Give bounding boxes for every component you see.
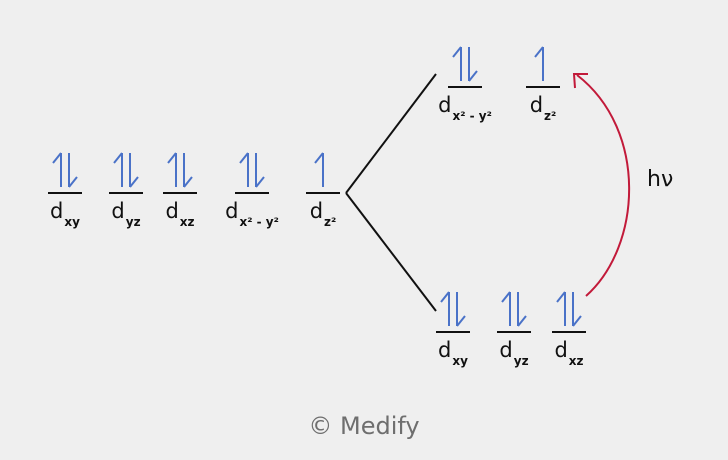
orbital-symbol: d [438,93,452,117]
orbital-symbol: d [165,199,179,223]
transition-arrow [576,74,631,297]
spin-up-electron-icon [113,152,123,187]
orbital-label: dxy [438,338,468,368]
arrowhead-icon [572,73,588,89]
credit-text: © Medify [308,412,420,440]
spin-up-electron-icon [452,46,462,81]
spin-down-electron-icon [255,153,265,188]
orbital-subscript: xz [568,354,584,368]
spin-down-electron-icon [468,47,478,82]
orbital-symbol: d [529,93,544,117]
spin-down-electron-icon [68,153,78,188]
split-line-upper [345,73,437,194]
orbital-symbol: d [438,338,452,362]
spin-up-electron-icon [239,152,249,187]
spin-down-electron-icon [456,292,466,327]
spin-up-electron-icon [52,152,62,187]
orbital-label: dxy [50,199,80,229]
orbital-subscript: x² - y² [452,109,492,123]
spin-down-electron-icon [129,153,139,188]
spin-up-electron-icon [534,46,544,81]
orbital-subscript: z² [544,109,557,123]
orbital-symbol: d [499,338,513,362]
spin-up-electron-icon [314,152,324,187]
orbital-subscript: xz [179,215,195,229]
orbital-label: dyz [499,338,529,368]
orbital-subscript: x² - y² [239,215,279,229]
spin-up-electron-icon [501,291,511,326]
split-line-lower [345,192,437,312]
orbital-subscript: z² [324,215,337,229]
orbital-subscript: yz [125,215,141,229]
spin-up-electron-icon [440,291,450,326]
orbital-label: dxz [165,199,195,229]
spin-up-electron-icon [167,152,177,187]
orbital-symbol: d [111,199,125,223]
orbital-symbol: d [309,199,324,223]
orbital-label: dz² [309,199,337,229]
orbital-label: dxz [554,338,584,368]
orbital-symbol: d [50,199,64,223]
orbital-label: dz² [529,93,557,123]
orbital-subscript: yz [513,354,529,368]
orbital-label: dx² - y² [438,93,492,123]
spin-down-electron-icon [517,292,527,327]
spin-down-electron-icon [572,292,582,327]
orbital-subscript: xy [64,215,80,229]
spin-down-electron-icon [183,153,193,188]
orbital-symbol: d [554,338,568,362]
transition-label: hν [647,167,674,192]
orbital-label: dyz [111,199,141,229]
orbital-subscript: xy [452,354,468,368]
orbital-label: dx² - y² [225,199,279,229]
orbital-symbol: d [225,199,239,223]
spin-up-electron-icon [556,291,566,326]
